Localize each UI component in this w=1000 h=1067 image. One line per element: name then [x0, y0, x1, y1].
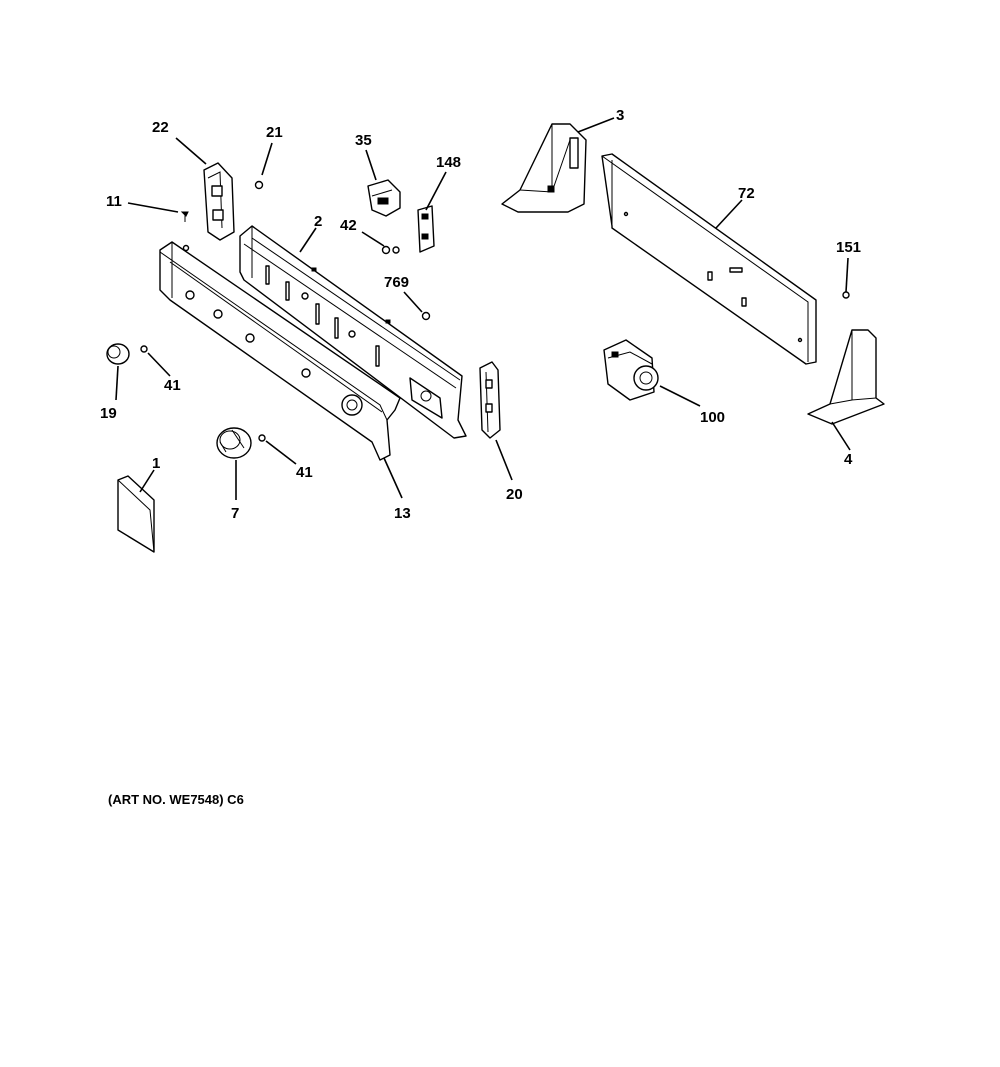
part-13-control-panel: [159, 241, 401, 461]
art-number-caption: (ART NO. WE7548) C6: [108, 792, 244, 807]
callout-13: 13: [394, 505, 411, 522]
callout-41: 41: [164, 377, 181, 394]
callout-2: 2: [314, 213, 322, 230]
callout-148: 148: [436, 154, 461, 171]
callout-72: 72: [738, 185, 755, 202]
callout-100: 100: [700, 409, 725, 426]
callout-20: 20: [506, 486, 523, 503]
callout-22: 22: [152, 119, 169, 136]
callout-21: 21: [266, 124, 283, 141]
part-4-rear-bracket: [807, 329, 885, 425]
callout-4: 4: [844, 451, 853, 468]
callout-19: 19: [100, 405, 117, 422]
callout-1: 1: [152, 455, 160, 472]
part-148-bracket: [417, 205, 435, 253]
callout-151: 151: [836, 239, 861, 256]
part-3-rear-bracket: [501, 123, 587, 213]
part-19-knob: [106, 343, 130, 365]
leader-lines: [115, 117, 851, 500]
part-22-end-bracket: [203, 162, 235, 241]
part-72-rear-panel: [601, 153, 817, 365]
callout-41: 41: [296, 464, 313, 481]
part-769-screw: [421, 311, 431, 321]
part-41-set-screw: [140, 345, 148, 353]
callout-7: 7: [231, 505, 239, 522]
callout-11: 11: [106, 193, 122, 210]
part-35-switch: [367, 179, 401, 217]
part-42-screw: [381, 245, 400, 255]
callout-42: 42: [340, 217, 357, 234]
part-21-screw: [254, 180, 264, 190]
part-151-screw: [842, 291, 850, 299]
callout-3: 3: [616, 107, 624, 124]
part-20-end-cap: [479, 361, 501, 439]
callout-35: 35: [355, 132, 372, 149]
callout-769: 769: [384, 274, 409, 291]
part-7-timer-knob: [216, 427, 252, 459]
part-100-timer: [603, 339, 659, 401]
part-1-literature: [117, 475, 155, 553]
part-41-set-screw: [258, 434, 266, 442]
part-2-panel-support: [239, 225, 467, 439]
callout-labels: 22 21 11 2 35 148 42 769 3 72 151 4 100 …: [100, 107, 861, 522]
part-11-screw: [180, 211, 189, 222]
